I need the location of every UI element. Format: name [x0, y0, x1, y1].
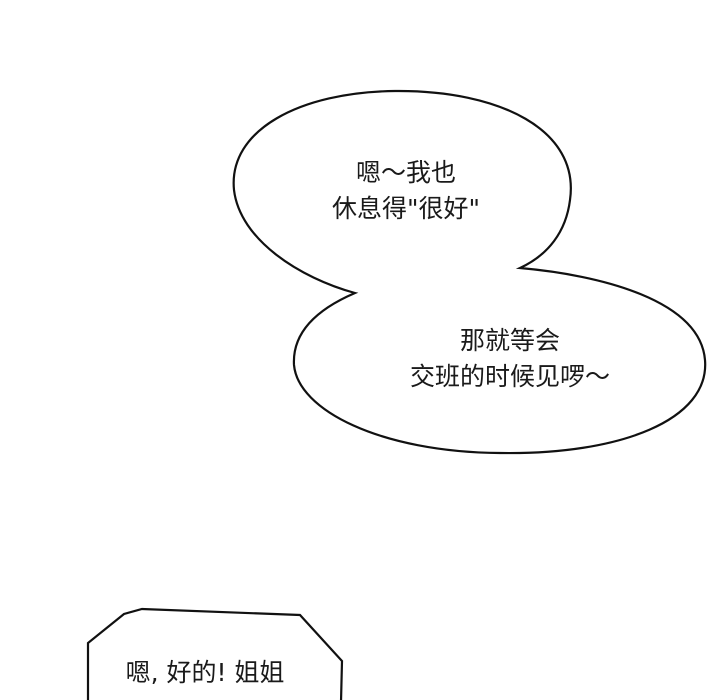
double-speech-bubble-outline	[232, 89, 707, 455]
polygon-speech-bubble-outline	[86, 607, 344, 700]
speech-bubble-text-1: 嗯～我也 休息得"很好"	[300, 155, 512, 227]
speech-line: 嗯, 好的! 姐姐	[125, 658, 285, 687]
speech-bubble-text-2: 那就等会 交班的时候见啰～	[380, 323, 640, 395]
speech-line: 嗯～我也	[355, 158, 456, 187]
speech-line: 休息得"很好"	[332, 194, 480, 223]
speech-line: 那就等会	[459, 326, 560, 355]
speech-line: 交班的时候见啰～	[409, 362, 610, 391]
speech-bubble-text-3: 嗯, 好的! 姐姐	[100, 655, 310, 691]
